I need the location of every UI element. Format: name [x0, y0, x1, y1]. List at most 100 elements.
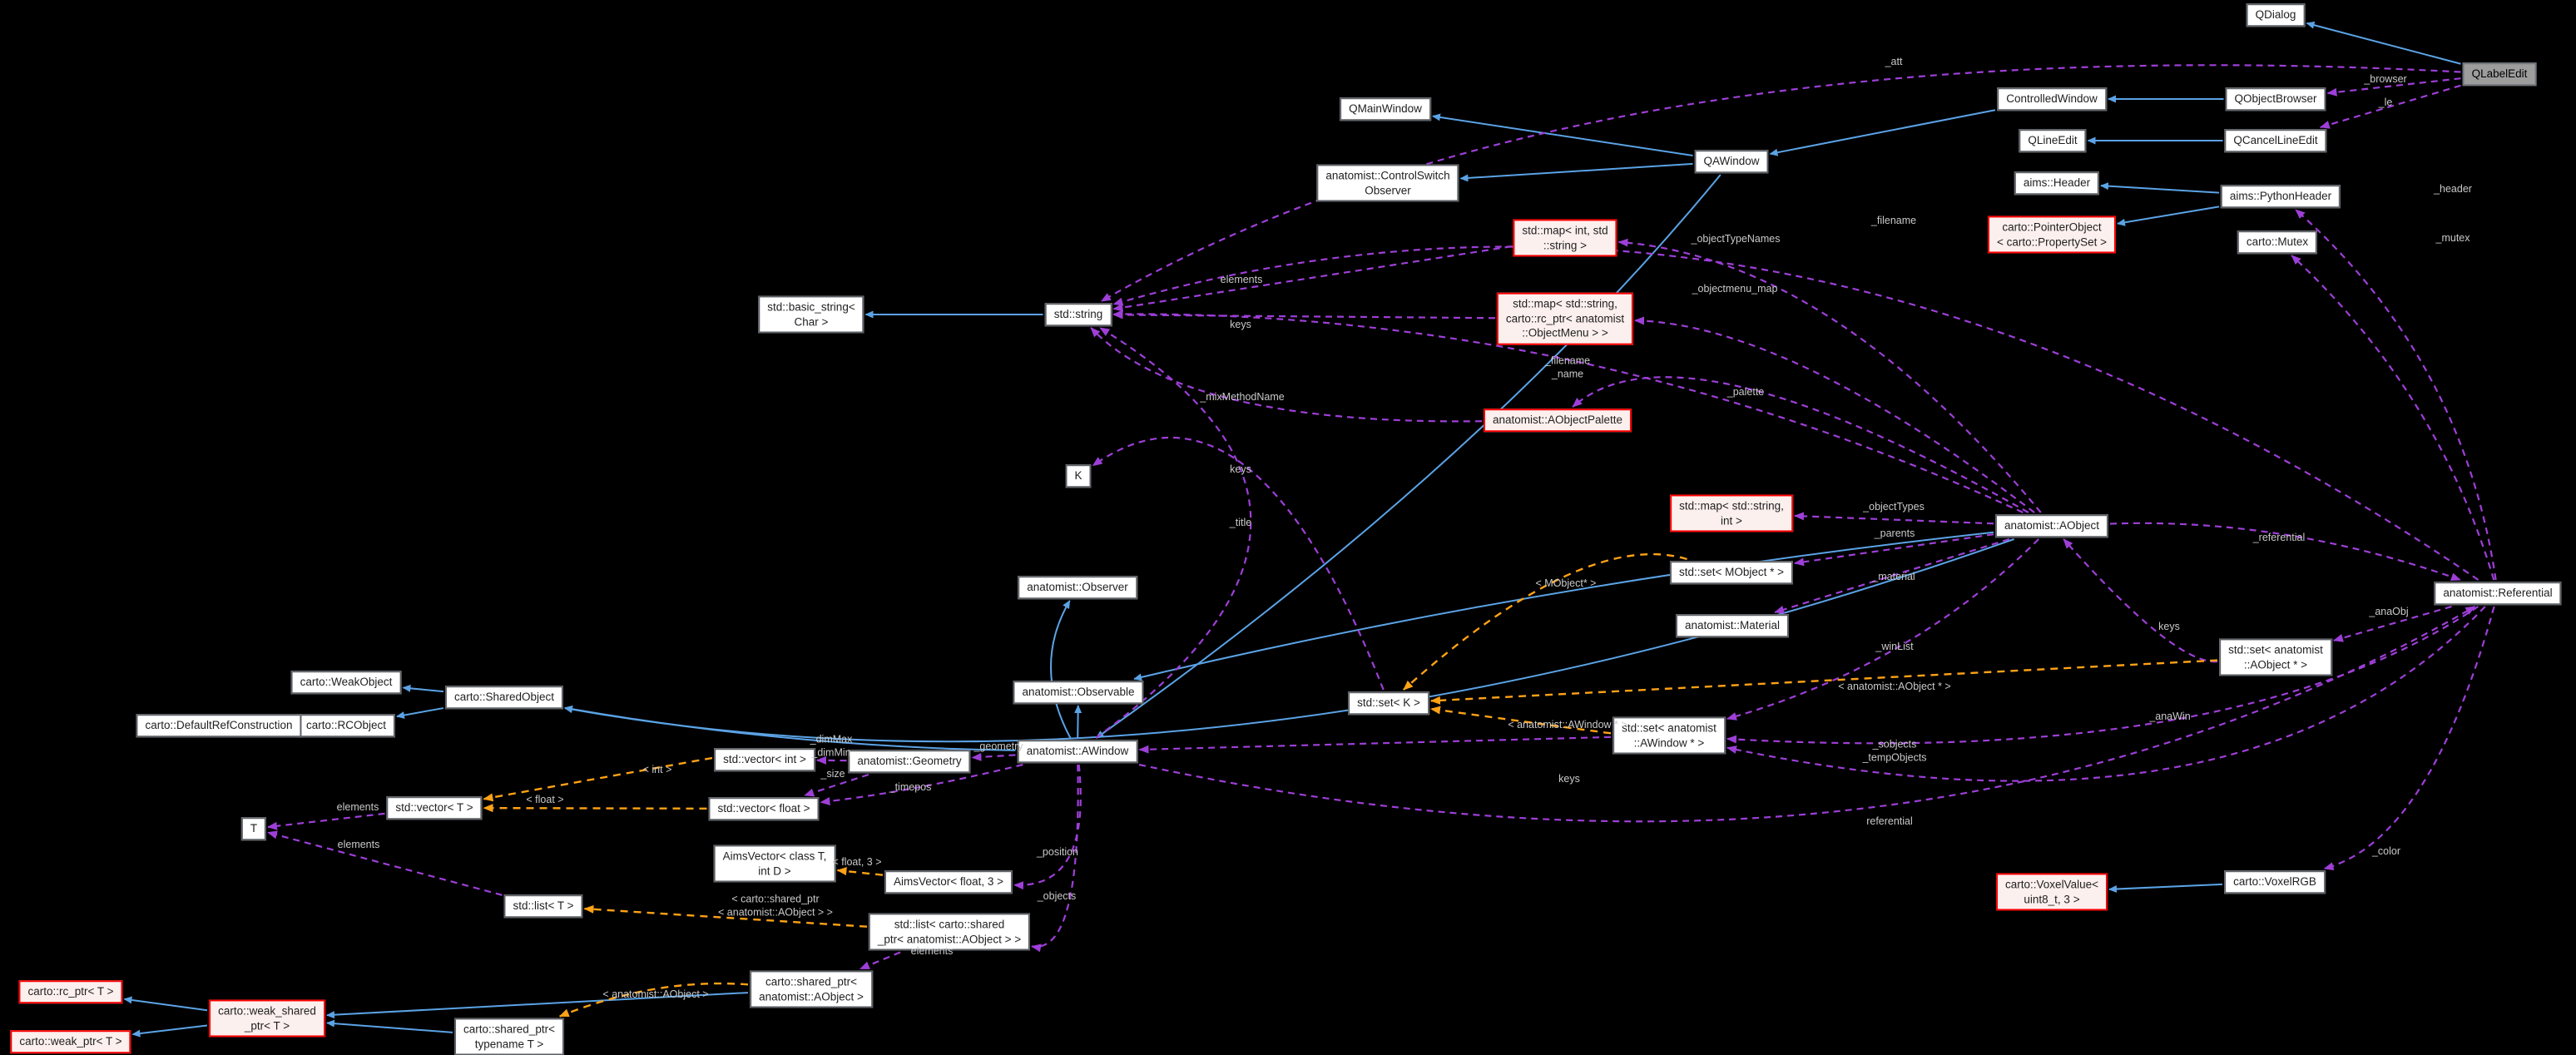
edge-referential-to-pythonheader — [2295, 209, 2497, 581]
edge-pythonheader-to-pointerobject — [2117, 206, 2220, 226]
edge-weakshared-to-rcptr — [123, 996, 208, 1012]
edge-label-line: _dimMin — [811, 746, 851, 758]
edge-label-line: < anatomist::AWindow * > — [1508, 719, 1627, 731]
class-node-weakshared[interactable]: carto::weak_shared_ptr< T > — [209, 999, 325, 1038]
class-node-material[interactable]: anatomist::Material — [1675, 614, 1790, 637]
edge-awindow-to-geometry — [971, 752, 1016, 761]
class-node-label: anatomist::AObjectPalette — [1492, 414, 1623, 427]
class-node-label: std::vector< int > — [723, 753, 806, 766]
class-node-controlledwindow[interactable]: ControlledWindow — [1997, 87, 2107, 111]
class-node-label: std::set< anatomist — [2228, 643, 2323, 656]
edge-awindow-to-observable — [1074, 705, 1082, 739]
class-node-label: ::ObjectMenu > > — [1522, 326, 1608, 339]
class-node-observable[interactable]: anatomist::Observable — [1013, 681, 1144, 704]
edge-vector_float-to-vector_T — [483, 804, 707, 813]
class-node-K[interactable]: K — [1065, 464, 1092, 488]
edge-label: _le — [2379, 97, 2393, 110]
edge-map_objectmenu-to-stdstring — [1112, 310, 1496, 319]
class-node-vector_T[interactable]: std::vector< T > — [386, 796, 483, 820]
class-node-palette[interactable]: anatomist::AObjectPalette — [1483, 409, 1632, 432]
class-node-qlabeledit[interactable]: QLabelEdit — [2462, 62, 2537, 86]
class-node-vector_float[interactable]: std::vector< float > — [708, 797, 820, 820]
class-node-set_mobject[interactable]: std::set< MObject * > — [1669, 561, 1794, 584]
class-node-referential[interactable]: anatomist::Referential — [2434, 582, 2562, 605]
class-node-label: anatomist::Material — [1684, 619, 1781, 632]
edge-sharedobject-to-rcobject — [396, 707, 444, 719]
edge-label-line: _anaWin — [2149, 711, 2191, 723]
class-node-list_T[interactable]: std::list< T > — [503, 894, 583, 918]
class-node-qawindow[interactable]: QAWindow — [1694, 150, 1769, 173]
class-node-rcobject[interactable]: carto::RCObject — [296, 714, 396, 737]
class-node-rcptr[interactable]: carto::rc_ptr< T > — [18, 980, 123, 1003]
edge-set_mobject-to-setk — [1403, 552, 1687, 691]
edge-label-line: _palette — [1726, 386, 1765, 399]
class-node-label: carto::weak_shared — [218, 1004, 316, 1018]
class-node-voxelrgb[interactable]: carto::VoxelRGB — [2224, 870, 2326, 894]
edge-label-line: keys — [2158, 621, 2180, 633]
class-node-set_aobject[interactable]: std::set< anatomist::AObject * > — [2219, 638, 2332, 676]
class-node-mutex[interactable]: carto::Mutex — [2237, 230, 2318, 254]
edge-label-line: _mutex — [2435, 232, 2470, 245]
class-node-sharedptr_aobject[interactable]: carto::shared_ptr<anatomist::AObject > — [750, 970, 873, 1008]
class-node-map_string_int[interactable]: std::map< std::string,int > — [1670, 494, 1793, 532]
class-node-label: typename T > — [474, 1038, 544, 1050]
edge-label-line: elements — [336, 801, 379, 814]
class-node-weakobject[interactable]: carto::WeakObject — [290, 671, 402, 694]
class-node-stdstring[interactable]: std::string — [1044, 303, 1112, 326]
class-node-qmainwindow[interactable]: QMainWindow — [1340, 97, 1431, 121]
class-node-map_objectmenu[interactable]: std::map< std::string,carto::rc_ptr< ana… — [1496, 292, 1634, 345]
class-node-qdialog[interactable]: QDialog — [2246, 3, 2306, 27]
class-node-weakptr[interactable]: carto::weak_ptr< T > — [10, 1030, 131, 1053]
edge-label: _title — [1230, 517, 1251, 530]
class-node-set_awindow[interactable]: std::set< anatomist::AWindow * > — [1612, 716, 1726, 755]
edge-label-line: _objectTypes — [1863, 501, 1925, 513]
class-node-label: int D > — [758, 864, 791, 877]
class-node-defaultref[interactable]: carto::DefaultRefConstruction — [136, 714, 302, 737]
class-node-T[interactable]: T — [240, 817, 267, 840]
class-node-label: QAWindow — [1703, 155, 1760, 168]
class-node-sharedptr_typename[interactable]: carto::shared_ptr<typename T > — [454, 1018, 564, 1055]
class-node-observer[interactable]: anatomist::Observer — [1018, 576, 1137, 599]
class-node-label: anatomist::ControlSwitch — [1325, 169, 1450, 182]
class-node-geometry[interactable]: anatomist::Geometry — [848, 750, 971, 773]
edge-list_shared-to-sharedptr_aobject — [859, 951, 901, 970]
class-node-awindow[interactable]: anatomist::AWindow — [1017, 740, 1138, 763]
edge-label-line: _filename — [1870, 215, 1917, 227]
edge-label-line: _referential — [2252, 532, 2306, 544]
class-node-label: carto::DefaultRefConstruction — [145, 719, 293, 732]
edge-qlabeledit-to-qdialog — [2306, 21, 2461, 65]
class-node-pythonheader[interactable]: aims::PythonHeader — [2220, 185, 2341, 208]
class-node-aobject[interactable]: anatomist::AObject — [1994, 514, 2109, 537]
edge-qawindow-to-awindow — [1095, 174, 1721, 739]
class-node-label: anatomist::Observer — [1027, 581, 1128, 594]
edge-pythonheader-to-aimsheader — [2100, 182, 2220, 194]
class-node-map_int_string[interactable]: std::map< int, std::string > — [1513, 219, 1617, 257]
edge-qlabeledit-to-stdstring — [1100, 64, 2461, 302]
class-node-sharedobject[interactable]: carto::SharedObject — [444, 686, 564, 709]
edge-label-line: _color — [2371, 845, 2401, 858]
edge-label-line: _material — [1872, 571, 1915, 583]
class-node-basicstring[interactable]: std::basic_string<Char > — [758, 295, 864, 334]
class-node-setk[interactable]: std::set< K > — [1348, 691, 1429, 715]
class-node-label: QMainWindow — [1349, 102, 1422, 116]
class-node-label: std::list< carto::shared — [894, 918, 1005, 931]
edge-label-line: < float, 3 > — [832, 856, 882, 869]
class-node-qlineedit[interactable]: QLineEdit — [2019, 129, 2087, 152]
edge-aobject-to-map_string_int — [1794, 512, 1994, 525]
class-node-voxelvalue[interactable]: carto::VoxelValue<uint8_t, 3 > — [1996, 873, 2108, 911]
class-node-aimsheader[interactable]: aims::Header — [2014, 171, 2100, 195]
edge-label-line: _parents — [1874, 528, 1915, 540]
edge-label: _timepos — [889, 781, 932, 795]
edge-label-line: < anatomist::AObject * > — [1838, 681, 1951, 693]
class-node-aims_float3[interactable]: AimsVector< float, 3 > — [884, 870, 1013, 894]
class-node-vector_int[interactable]: std::vector< int > — [714, 748, 815, 771]
class-node-qcancellineedit[interactable]: QCancelLineEdit — [2224, 129, 2327, 152]
class-node-label: QLabelEdit — [2471, 67, 2528, 81]
edge-label-line: _title — [1229, 517, 1252, 529]
edge-label-line: _filename — [1544, 354, 1591, 367]
class-node-aims_T[interactable]: AimsVector< class T,int D > — [713, 844, 836, 883]
class-node-qobjectbrowser[interactable]: QObjectBrowser — [2225, 87, 2326, 111]
class-node-pointerobject[interactable]: carto::PointerObject< carto::PropertySet… — [1987, 215, 2117, 254]
